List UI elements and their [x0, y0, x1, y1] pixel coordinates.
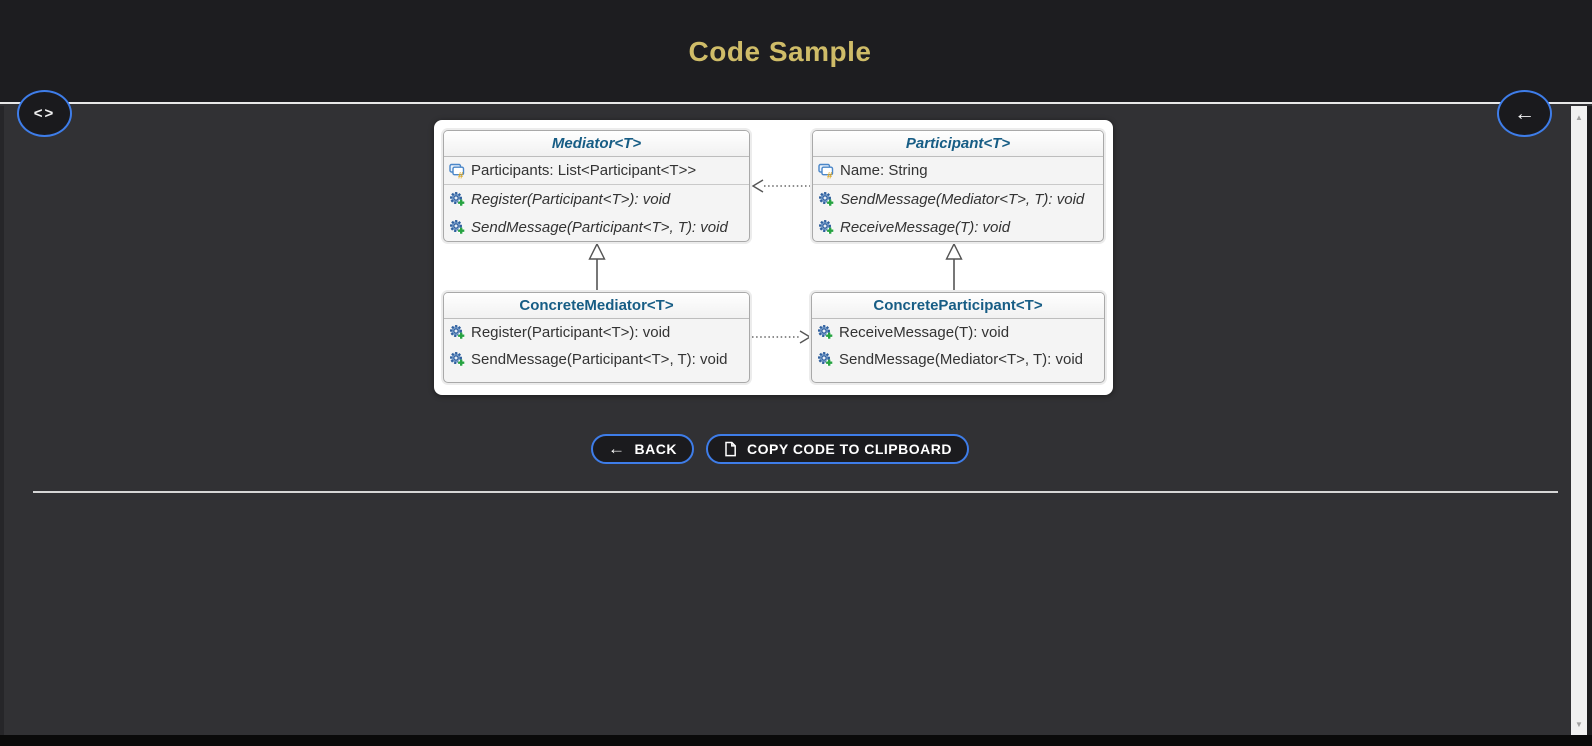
uml-diagram-card: Mediator<T> Participants: List<Participa…	[434, 120, 1113, 395]
code-icon: <>	[33, 105, 56, 122]
field-icon	[818, 162, 835, 179]
vertical-scrollbar[interactable]: ▲ ▼	[1571, 106, 1587, 735]
method-icon	[818, 191, 835, 208]
copy-button-label: COPY CODE TO CLIPBOARD	[747, 441, 952, 457]
back-nav-button[interactable]: ←	[1497, 90, 1552, 137]
inheritance-triangle-left	[588, 242, 606, 260]
app-header: Code Sample	[0, 0, 1592, 104]
field-icon	[449, 162, 466, 179]
uml-field-text: Participants: List<Participant<T>>	[471, 162, 697, 179]
uml-field-row: Participants: List<Participant<T>>	[444, 157, 749, 185]
actions-row: ← BACK COPY CODE TO CLIPBOARD	[0, 434, 1560, 464]
method-icon	[449, 191, 466, 208]
uml-method-row: ReceiveMessage(T): void	[812, 319, 1104, 346]
uml-method-row: SendMessage(Mediator<T>, T): void	[812, 346, 1104, 373]
dependency-arrowhead-left	[751, 179, 764, 193]
back-arrow-icon: ←	[1514, 101, 1535, 125]
uml-class-title: Participant<T>	[813, 131, 1103, 157]
uml-class-concrete-participant: ConcreteParticipant<T> ReceiveMessage(T)…	[811, 292, 1105, 383]
uml-method-text: SendMessage(Participant<T>, T): void	[471, 218, 728, 236]
uml-class-title: ConcreteParticipant<T>	[812, 293, 1104, 319]
copy-code-button[interactable]: COPY CODE TO CLIPBOARD	[706, 434, 969, 464]
uml-method-row: Register(Participant<T>): void	[444, 185, 749, 213]
method-icon	[449, 324, 466, 341]
dependency-arrowhead-right	[799, 330, 812, 344]
page-title: Code Sample	[688, 36, 872, 67]
back-arrow-icon: ←	[608, 439, 626, 458]
uml-method-text: Register(Participant<T>): void	[471, 190, 671, 208]
right-edge-strip	[1587, 106, 1592, 735]
bottom-bar	[0, 735, 1592, 746]
uml-method-text: SendMessage(Mediator<T>, T): void	[839, 351, 1084, 368]
left-edge-strip	[0, 106, 4, 735]
uml-class-title: Mediator<T>	[444, 131, 749, 157]
method-icon	[449, 219, 466, 236]
uml-method-row: SendMessage(Mediator<T>, T): void	[813, 185, 1103, 213]
method-icon	[818, 219, 835, 236]
view-code-button[interactable]: <>	[17, 90, 72, 137]
uml-method-text: Register(Participant<T>): void	[471, 324, 671, 341]
uml-class-participant: Participant<T> Name: String SendMessage(…	[812, 130, 1104, 242]
uml-connectors	[588, 179, 963, 344]
scrollbar-up-icon[interactable]: ▲	[1575, 113, 1583, 122]
uml-method-text: SendMessage(Mediator<T>, T): void	[840, 190, 1085, 208]
copy-document-icon	[723, 441, 738, 457]
uml-class-concrete-mediator: ConcreteMediator<T> Register(Participant…	[443, 292, 750, 383]
scrollbar-down-icon[interactable]: ▼	[1575, 720, 1583, 729]
back-button-label: BACK	[634, 441, 677, 457]
uml-method-row: SendMessage(Participant<T>, T): void	[444, 346, 749, 373]
inheritance-triangle-right	[945, 242, 963, 260]
uml-class-title: ConcreteMediator<T>	[444, 293, 749, 319]
uml-method-row: SendMessage(Participant<T>, T): void	[444, 213, 749, 241]
uml-field-text: Name: String	[840, 162, 928, 179]
method-icon	[817, 351, 834, 368]
uml-field-row: Name: String	[813, 157, 1103, 185]
uml-method-text: ReceiveMessage(T): void	[840, 218, 1011, 236]
method-icon	[817, 324, 834, 341]
uml-method-text: ReceiveMessage(T): void	[839, 324, 1010, 341]
content-divider	[33, 491, 1558, 493]
uml-method-row: ReceiveMessage(T): void	[813, 213, 1103, 241]
back-button[interactable]: ← BACK	[591, 434, 694, 464]
method-icon	[449, 351, 466, 368]
uml-class-mediator: Mediator<T> Participants: List<Participa…	[443, 130, 750, 242]
uml-method-row: Register(Participant<T>): void	[444, 319, 749, 346]
uml-method-text: SendMessage(Participant<T>, T): void	[471, 351, 728, 368]
